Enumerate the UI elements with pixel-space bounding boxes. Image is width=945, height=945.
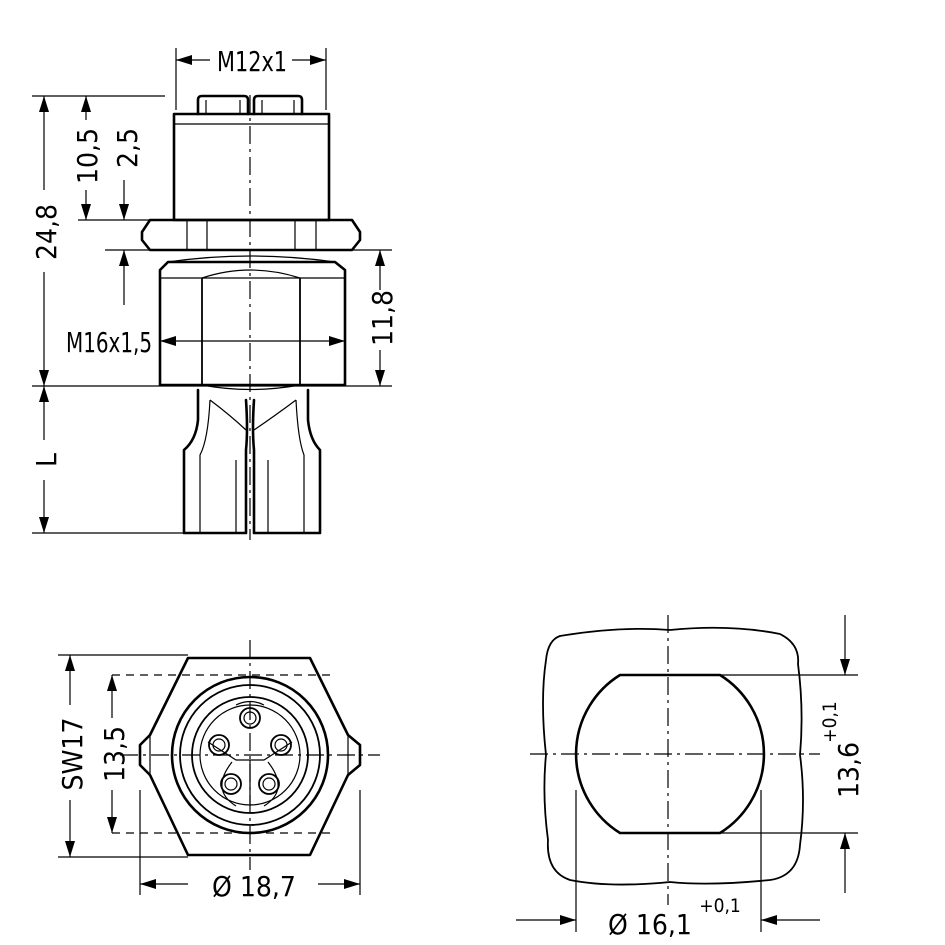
dim-length: L (30, 386, 63, 533)
dim-flange: 2,5 (111, 128, 144, 305)
label-body-height: 11,8 (366, 290, 399, 346)
panel-cutout-view: 13,6 +0,1 Ø 16,1 +0,1 (516, 615, 865, 941)
dim-m16: M16x1,5 (66, 326, 345, 359)
m12-head (172, 112, 331, 222)
label-wrench-size: SW17 (56, 718, 89, 791)
dim-cutout-diameter: Ø 16,1 +0,1 (516, 895, 820, 941)
hex-body (158, 255, 347, 391)
label-diameter-front: Ø 18,7 (212, 870, 296, 903)
label-cutout-height: 13,6 (832, 742, 865, 798)
lead-pins (182, 388, 322, 535)
label-cutout-diameter: Ø 16,1 (608, 908, 692, 941)
front-view: SW17 13,5 Ø 18,7 (56, 640, 380, 903)
flange-nut (140, 218, 362, 252)
label-upper-height: 10,5 (71, 128, 104, 184)
label-inner: 13,5 (98, 726, 131, 782)
dim-inner: 13,5 (98, 675, 131, 833)
dim-m12: M12x1 (176, 45, 326, 78)
top-pins (196, 94, 304, 116)
label-m12-thread: M12x1 (217, 45, 287, 78)
dim-wrench-size: SW17 (56, 655, 89, 857)
label-m16-thread: M16x1,5 (66, 326, 152, 359)
side-view: M12x1 24,8 10,5 2,5 (30, 45, 399, 540)
dim-diameter-front: Ø 18,7 (140, 870, 360, 903)
panel-break-outline (542, 626, 804, 886)
dim-upper-height: 10,5 (71, 96, 104, 220)
dim-total-height: 24,8 (30, 96, 63, 386)
label-length: L (30, 453, 63, 467)
dim-body-height: 11,8 (366, 250, 399, 386)
label-flange: 2,5 (111, 128, 144, 168)
label-cutout-diameter-tol: +0,1 (699, 895, 741, 917)
pin-holes (208, 707, 292, 795)
label-cutout-height-tol: +0,1 (819, 701, 841, 743)
label-total-height: 24,8 (30, 204, 63, 260)
dim-cutout-height: 13,6 +0,1 (819, 615, 865, 893)
